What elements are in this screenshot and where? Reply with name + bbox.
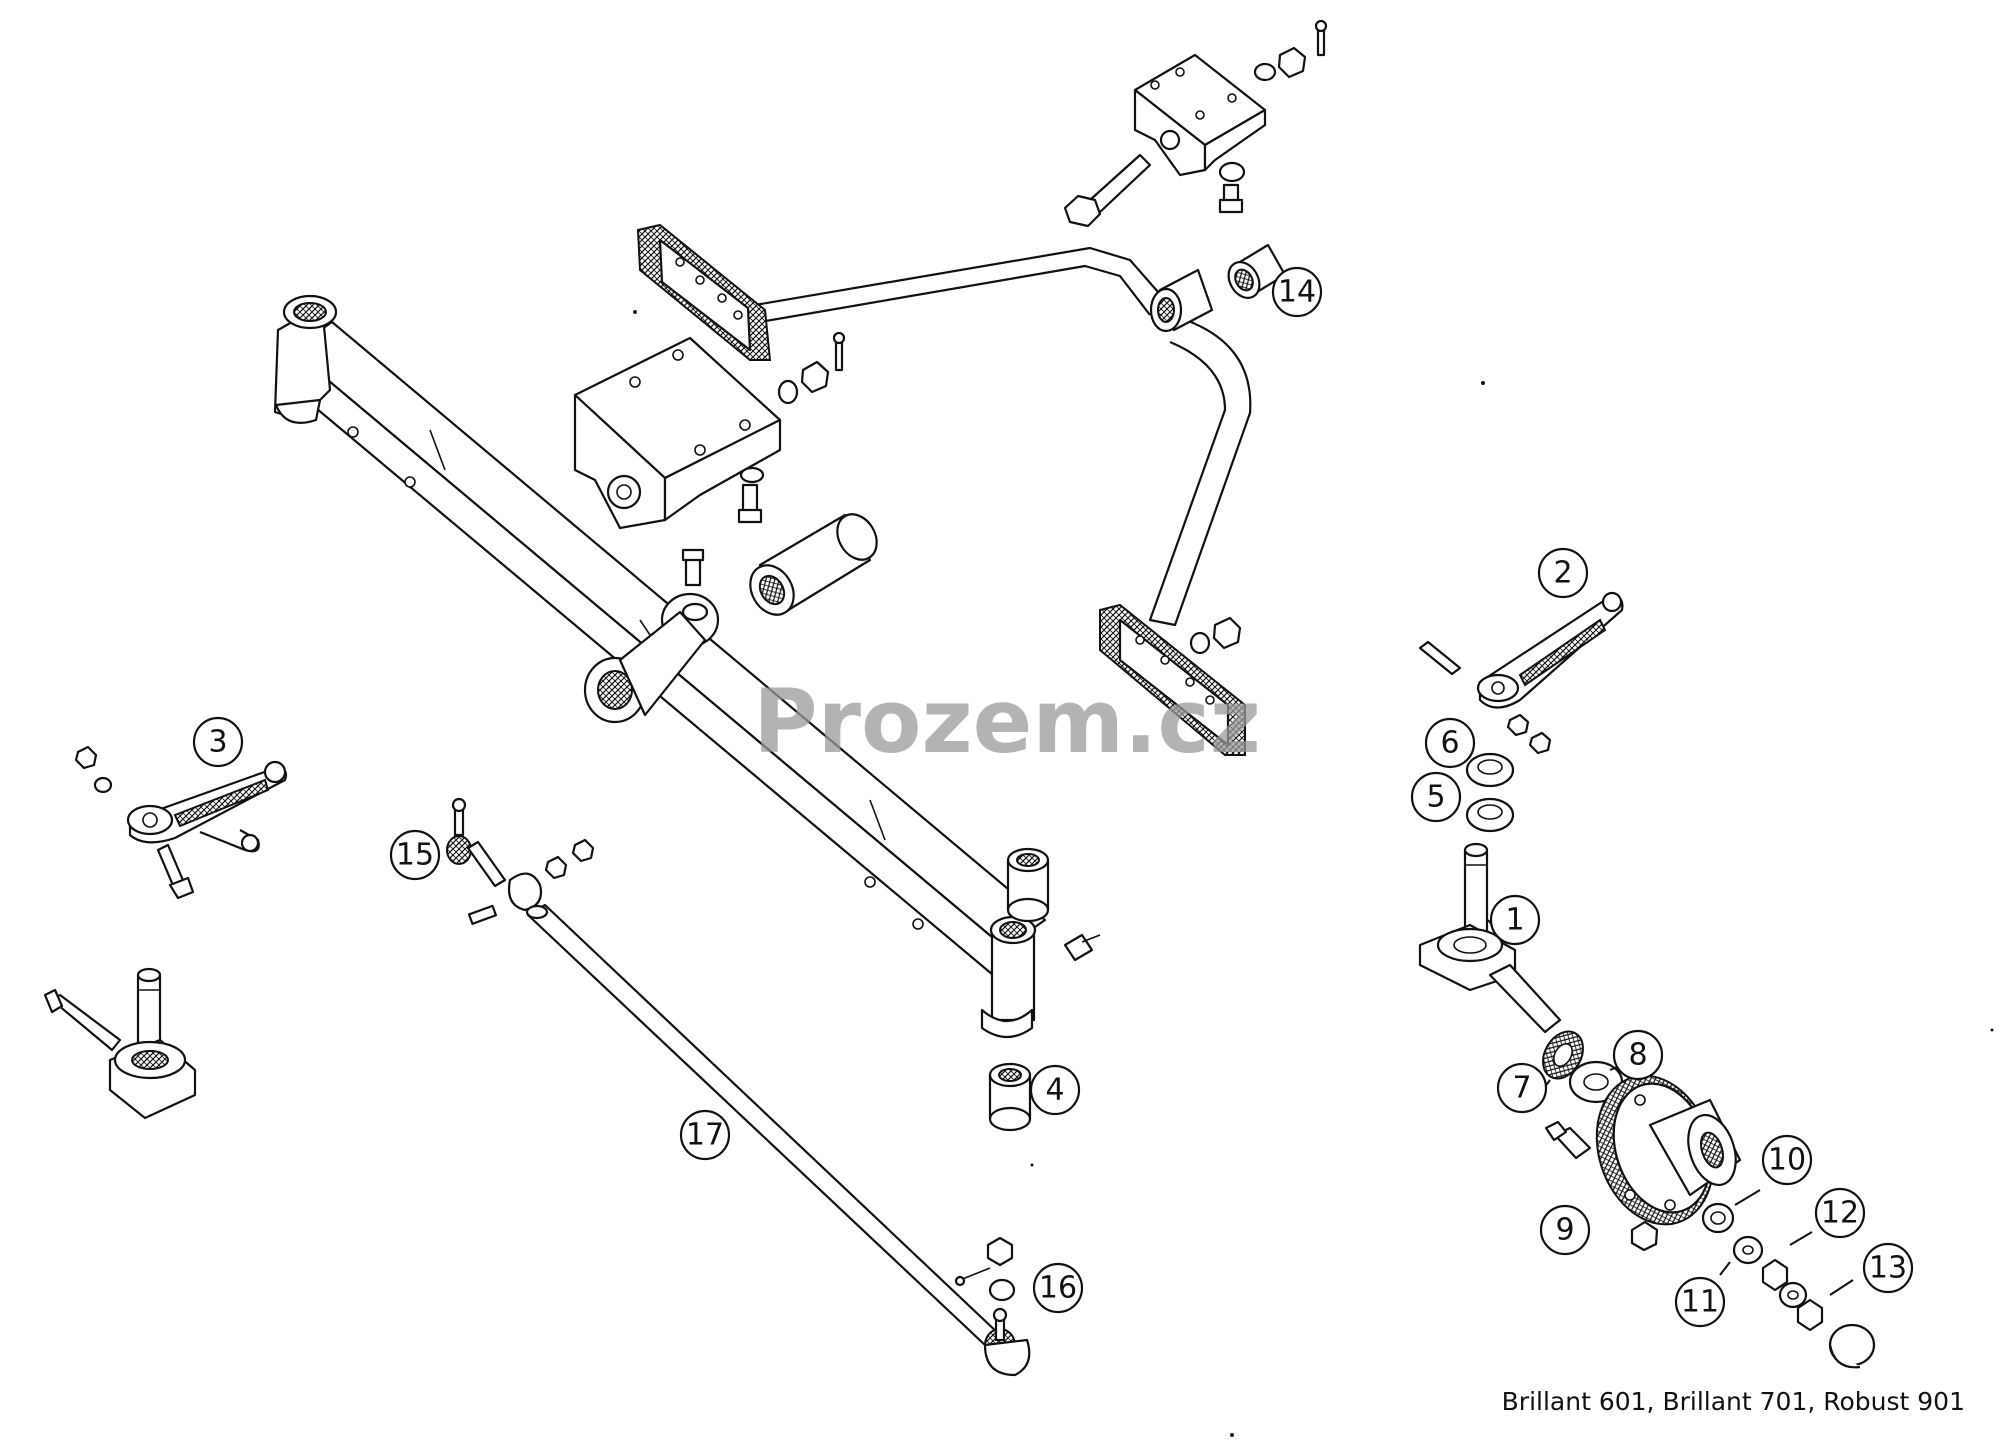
svg-text:16: 16 xyxy=(1039,1271,1077,1306)
callout-5: 5 xyxy=(1410,771,1462,823)
callout-14: 14 xyxy=(1271,266,1323,318)
upper-mount-bracket xyxy=(1063,19,1328,228)
steering-arm-3 xyxy=(74,745,288,900)
tie-rod-end-15 xyxy=(446,797,595,925)
grease-nipple xyxy=(1063,933,1101,962)
svg-text:3: 3 xyxy=(208,725,227,760)
stub-axle-1 xyxy=(1418,842,1562,1034)
svg-text:6: 6 xyxy=(1440,726,1459,761)
thrust-washer-5 xyxy=(1465,797,1515,833)
callout-6: 6 xyxy=(1424,717,1476,769)
callout-10: 10 xyxy=(1761,1134,1813,1186)
front-axle-beam xyxy=(273,294,1047,1039)
stub-axle-left xyxy=(43,967,197,1120)
svg-text:12: 12 xyxy=(1821,1196,1859,1231)
callout-8: 8 xyxy=(1612,1029,1664,1081)
washer-11b xyxy=(1778,1281,1808,1309)
washer-11 xyxy=(1732,1235,1764,1265)
callout-9: 9 xyxy=(1539,1204,1591,1256)
callout-7: 7 xyxy=(1496,1062,1548,1114)
wheel-hub-9 xyxy=(1544,1074,1742,1252)
svg-text:13: 13 xyxy=(1869,1251,1907,1286)
svg-text:4: 4 xyxy=(1045,1073,1064,1108)
bush-4 xyxy=(988,1062,1032,1132)
watermark: Prozem.cz xyxy=(753,670,1261,773)
seal-7 xyxy=(1542,1030,1584,1080)
bush-14 xyxy=(1227,243,1287,299)
pivot-bracket xyxy=(573,331,846,530)
pivot-bush xyxy=(749,513,878,616)
steering-arm-2 xyxy=(1418,591,1624,755)
callout-13: 13 xyxy=(1862,1242,1914,1294)
svg-text:17: 17 xyxy=(686,1118,724,1153)
svg-text:1: 1 xyxy=(1505,903,1524,938)
svg-text:2: 2 xyxy=(1553,556,1572,591)
bearing-8 xyxy=(1568,1060,1624,1104)
svg-text:15: 15 xyxy=(396,838,434,873)
svg-text:5: 5 xyxy=(1426,780,1445,815)
model-caption: Brillant 601, Brillant 701, Robust 901 xyxy=(1502,1387,1965,1416)
svg-text:10: 10 xyxy=(1768,1143,1806,1178)
castle-nut-12 xyxy=(1761,1258,1789,1292)
tie-rod-end-16 xyxy=(954,1236,1031,1377)
callout-1: 1 xyxy=(1489,894,1541,946)
tie-rod-17 xyxy=(525,903,1002,1347)
callout-3: 3 xyxy=(192,716,244,768)
callout-16: 16 xyxy=(1032,1262,1084,1314)
callout-12: 12 xyxy=(1814,1187,1866,1239)
callout-11: 11 xyxy=(1674,1276,1726,1328)
bearing-10 xyxy=(1701,1202,1735,1234)
thrust-washer-6 xyxy=(1465,752,1515,788)
svg-text:7: 7 xyxy=(1512,1071,1531,1106)
callout-2: 2 xyxy=(1537,547,1589,599)
svg-text:9: 9 xyxy=(1555,1213,1574,1248)
hub-cap xyxy=(1828,1323,1876,1369)
front-support-frame xyxy=(636,223,1252,756)
callout-15: 15 xyxy=(389,829,441,881)
bush-upper-right xyxy=(1006,847,1050,923)
svg-text:14: 14 xyxy=(1278,275,1316,310)
callout-4: 4 xyxy=(1029,1064,1081,1116)
svg-text:8: 8 xyxy=(1628,1038,1647,1073)
callout-17: 17 xyxy=(679,1109,731,1161)
svg-text:11: 11 xyxy=(1681,1285,1719,1320)
nut-13 xyxy=(1796,1298,1824,1332)
